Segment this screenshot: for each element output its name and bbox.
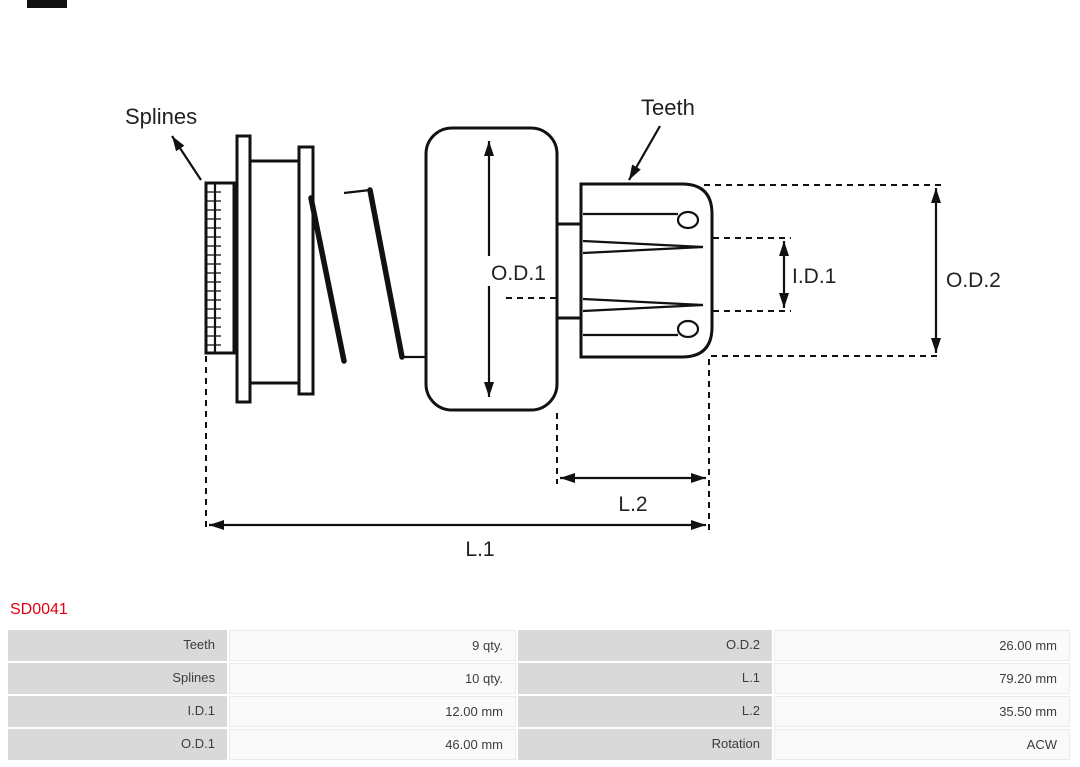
l1-dimension: L.1 [205, 356, 706, 561]
spec-value-cell: 12.00 mm [229, 696, 516, 727]
pinion-gear [579, 182, 714, 359]
splines-label: Splines [125, 104, 197, 129]
id1-dimension: I.D.1 [713, 237, 836, 312]
spec-table: Teeth 9 qty. O.D.2 26.00 mm Splines 10 q… [8, 630, 1070, 760]
od2-label: O.D.2 [946, 269, 1001, 292]
shaft-step [555, 222, 583, 320]
part-number: SD0041 [10, 601, 68, 618]
spec-label-cell: Splines [8, 663, 227, 694]
spec-value-cell: 79.20 mm [774, 663, 1070, 694]
spec-label-cell: Rotation [518, 729, 772, 760]
spring [308, 187, 427, 364]
spline-shaft [204, 181, 236, 355]
l2-label: L.2 [618, 493, 647, 516]
spec-value-cell: 10 qty. [229, 663, 516, 694]
spec-value-cell: 46.00 mm [229, 729, 516, 760]
spec-label-cell: L.1 [518, 663, 772, 694]
spec-value-cell: 26.00 mm [774, 630, 1070, 661]
teeth-callout: Teeth [628, 95, 695, 181]
od1-dimension: O.D.1 [484, 141, 556, 397]
id1-label: I.D.1 [792, 265, 836, 288]
teeth-label: Teeth [641, 95, 695, 120]
spec-label-cell: Teeth [8, 630, 227, 661]
splines-arrow [171, 135, 202, 181]
l1-label: L.1 [465, 538, 494, 561]
od1-label: O.D.1 [491, 262, 546, 285]
l2-dimension: L.2 [556, 359, 710, 531]
logo-bar [27, 0, 67, 8]
pinion-teeth [582, 210, 704, 339]
od2-dimension: O.D.2 [704, 184, 1001, 357]
splines-callout: Splines [125, 104, 202, 181]
spec-value-cell: 35.50 mm [774, 696, 1070, 727]
spec-value-cell: ACW [774, 729, 1070, 760]
spec-label-cell: L.2 [518, 696, 772, 727]
spec-value-cell: 9 qty. [229, 630, 516, 661]
retainer-washers [235, 134, 315, 404]
spec-label-cell: I.D.1 [8, 696, 227, 727]
spec-label-cell: O.D.2 [518, 630, 772, 661]
teeth-arrow [628, 125, 661, 181]
spec-label-cell: O.D.1 [8, 729, 227, 760]
starter-drive-technical-diagram: Splines Teeth O.D.1 I.D.1 O.D.2 [125, 95, 1001, 561]
